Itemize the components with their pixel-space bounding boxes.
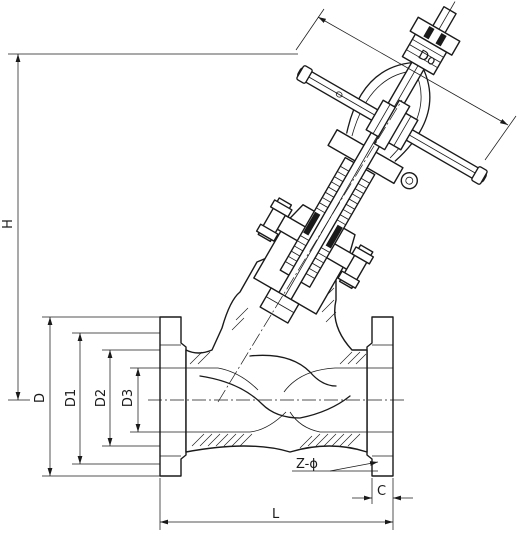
dimension-lines: [8, 8, 517, 530]
d-label: D: [33, 393, 48, 403]
d3-label: D3: [121, 389, 136, 407]
center-lines: [148, 99, 405, 403]
z-phi-label: Z-ϕ: [296, 457, 318, 472]
do-dimension-line: [317, 16, 509, 126]
right-flange: [366, 316, 394, 477]
d1-label: D1: [64, 389, 79, 407]
left-flange: [159, 316, 187, 477]
l-label: L: [272, 507, 280, 522]
disc: [259, 287, 300, 324]
d2-label: D2: [94, 389, 109, 407]
c-label: C: [377, 484, 386, 499]
h-label: H: [1, 219, 16, 229]
hatching-lower: [191, 433, 361, 449]
